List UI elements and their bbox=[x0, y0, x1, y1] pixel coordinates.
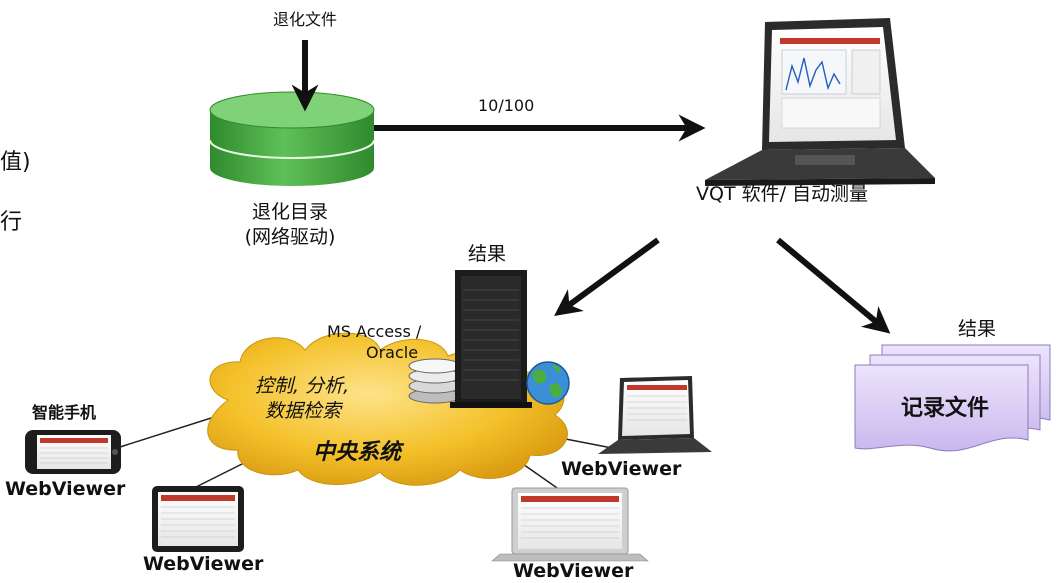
network-drive-label: (网络驱动) bbox=[244, 226, 336, 248]
laptop-webviewer-label: WebViewer bbox=[561, 458, 682, 480]
tablet-webviewer-label: WebViewer bbox=[143, 553, 264, 575]
arrow-to-log-files bbox=[776, 237, 891, 334]
files-result-label: 结果 bbox=[958, 318, 997, 340]
arrow-to-server bbox=[554, 237, 660, 316]
cut-off-text-2: 执行 bbox=[0, 210, 23, 235]
smartphone-label: 智能手机 bbox=[32, 403, 97, 422]
control-analysis-label: 控制, 分析, bbox=[255, 375, 350, 397]
smartphone-device bbox=[25, 430, 121, 474]
globe-icon bbox=[526, 361, 570, 405]
server-result-label: 结果 bbox=[468, 243, 507, 265]
vqt-laptop bbox=[705, 18, 935, 186]
degraded-files-label: 退化文件 bbox=[272, 10, 337, 29]
cut-off-text-1: 值) bbox=[0, 150, 31, 175]
laptop-device-bottom bbox=[491, 487, 649, 562]
db-type-label-2: Oracle bbox=[366, 343, 419, 362]
central-system-label: 中央系统 bbox=[313, 440, 402, 465]
tablet-device bbox=[152, 486, 244, 552]
bottom-laptop-webviewer-label: WebViewer bbox=[513, 560, 634, 582]
vqt-software-label: VQT 软件/ 自动测量 bbox=[696, 183, 869, 205]
log-files-label: 记录文件 bbox=[900, 396, 989, 421]
database-icon bbox=[408, 358, 462, 404]
server-tower bbox=[450, 270, 532, 408]
db-type-label: MS Access / bbox=[327, 322, 422, 341]
degraded-directory-label: 退化目录 bbox=[251, 201, 328, 223]
laptop-device-right bbox=[598, 376, 712, 454]
link-speed-label: 10/100 bbox=[478, 96, 535, 115]
network-drive-cylinder bbox=[209, 91, 375, 186]
data-retrieval-label: 数据检索 bbox=[265, 400, 342, 422]
log-files-stack bbox=[854, 344, 1051, 452]
phone-webviewer-label: WebViewer bbox=[5, 478, 126, 500]
